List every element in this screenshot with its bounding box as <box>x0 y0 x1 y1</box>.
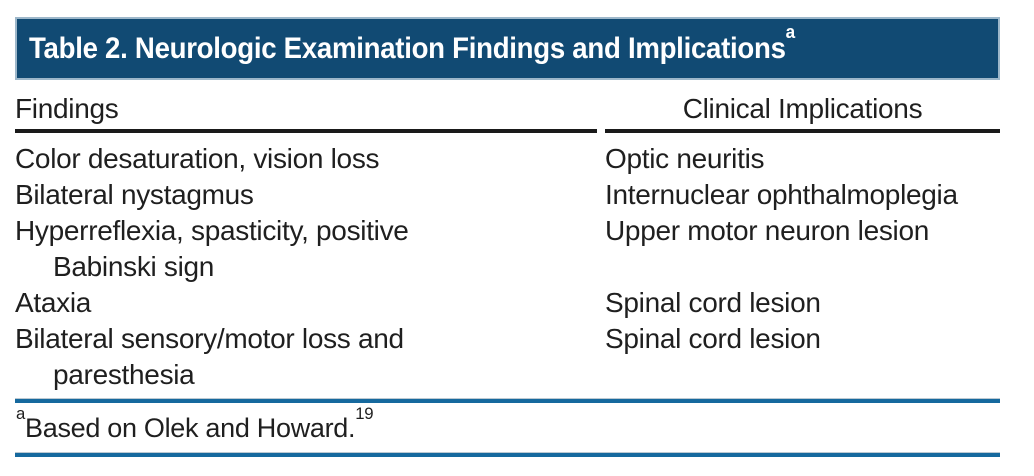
footnote-top-rule <box>15 398 1000 403</box>
findings-text: Bilateral nystagmus <box>15 179 254 210</box>
implication-cell: Internuclear ophthalmoplegia <box>605 177 1000 213</box>
table-row: Color desaturation, vision loss Optic ne… <box>15 141 1000 177</box>
column-header-row: Findings Clinical Implications <box>15 93 1000 133</box>
findings-text: Hyperreflexia, spasticity, positive <box>15 215 409 246</box>
implication-text: Optic neuritis <box>605 143 765 174</box>
implication-cell: Spinal cord lesion <box>605 321 1000 393</box>
table-row: Bilateral sensory/motor loss and paresth… <box>15 321 1000 393</box>
table-title: Table 2. Neurologic Examination Findings… <box>29 22 795 66</box>
implication-cell: Spinal cord lesion <box>605 285 1000 321</box>
findings-text: Color desaturation, vision loss <box>15 143 380 174</box>
table-title-footnote-marker: a <box>785 21 796 43</box>
table-2: Table 2. Neurologic Examination Findings… <box>15 17 1000 457</box>
findings-cell: Ataxia <box>15 285 597 321</box>
implication-text: Spinal cord lesion <box>605 323 821 354</box>
table-body: Color desaturation, vision loss Optic ne… <box>15 133 1000 393</box>
table-title-text: Table 2. Neurologic Examination Findings… <box>29 31 786 65</box>
findings-text-continuation: paresthesia <box>53 359 195 390</box>
findings-cell: Bilateral nystagmus <box>15 177 597 213</box>
implication-text: Upper motor neuron lesion <box>605 215 930 246</box>
findings-text: Ataxia <box>15 287 92 318</box>
table-title-bar: Table 2. Neurologic Examination Findings… <box>15 17 1000 80</box>
findings-cell: Bilateral sensory/motor loss and paresth… <box>15 321 597 393</box>
table-row: Ataxia Spinal cord lesion <box>15 285 1000 321</box>
table-bottom-rule <box>15 452 1000 457</box>
implication-text: Spinal cord lesion <box>605 287 821 318</box>
table-row: Hyperreflexia, spasticity, positive Babi… <box>15 213 1000 285</box>
footnote-text: Based on Olek and Howard. <box>25 413 356 443</box>
footnote: aBased on Olek and Howard.19 <box>15 403 1000 452</box>
column-header-findings: Findings <box>15 93 597 133</box>
findings-cell: Hyperreflexia, spasticity, positive Babi… <box>15 213 597 285</box>
findings-text-continuation: Babinski sign <box>53 251 215 282</box>
footnote-marker: a <box>16 404 26 424</box>
findings-text: Bilateral sensory/motor loss and <box>15 323 404 354</box>
implication-text: Internuclear ophthalmoplegia <box>605 179 958 210</box>
column-header-clinical-implications: Clinical Implications <box>605 93 1000 133</box>
implication-cell: Upper motor neuron lesion <box>605 213 1000 285</box>
footnote-reference-number: 19 <box>355 404 374 424</box>
implication-cell: Optic neuritis <box>605 141 1000 177</box>
findings-cell: Color desaturation, vision loss <box>15 141 597 177</box>
table-row: Bilateral nystagmus Internuclear ophthal… <box>15 177 1000 213</box>
